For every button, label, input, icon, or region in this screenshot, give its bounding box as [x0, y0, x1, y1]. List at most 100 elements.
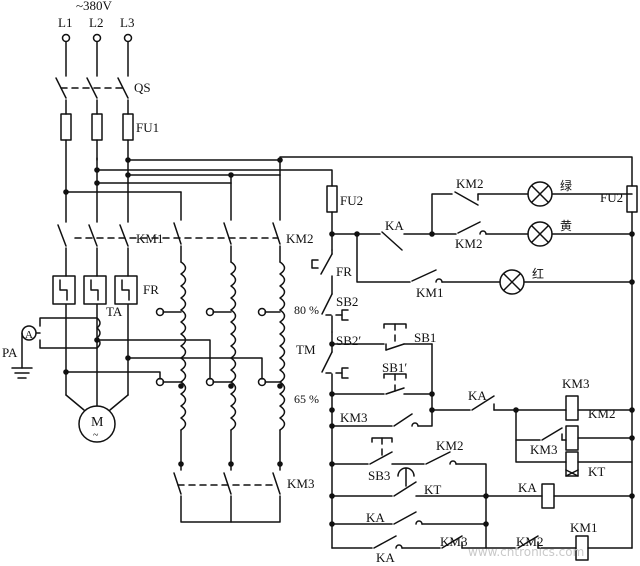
- qs-label: QS: [134, 80, 151, 95]
- junction-dot: [629, 407, 635, 413]
- km1-coil-label: KM1: [570, 520, 597, 535]
- junction-dot: [94, 167, 100, 173]
- fr-nc-contact: [311, 249, 333, 295]
- km2-km1-contact-label: KM2: [516, 534, 543, 549]
- rung-wire: [515, 409, 541, 441]
- km3-nc-contact-km1: [441, 535, 463, 549]
- phase-line-l2: [86, 41, 103, 407]
- km2-rung-contact-label: KM2: [436, 438, 463, 453]
- control-supply-l3: [279, 156, 633, 187]
- red-lamp-label: 红: [532, 266, 544, 281]
- rung-wire: [515, 439, 567, 463]
- motor-feed-l2: [96, 339, 211, 380]
- ta-label: TA: [106, 304, 123, 319]
- phase-label-l3: L3: [120, 15, 134, 30]
- km3-star-contacts: [173, 472, 281, 523]
- ta-current-transformer-icon: [96, 317, 101, 349]
- kt-coil-label: KT: [588, 464, 605, 479]
- fu1-label: FU1: [136, 120, 159, 135]
- phase-line-l1: [55, 41, 85, 411]
- ka-lamp-contact-label: KA: [385, 218, 404, 233]
- motor-feed-l3: [127, 357, 263, 380]
- ka-contact-lamp: [381, 231, 403, 251]
- junction-dot: [178, 383, 184, 389]
- ka-coil-label: KA: [518, 480, 537, 495]
- km3-coil-label: KM3: [562, 376, 589, 391]
- rung-wire: [455, 463, 487, 549]
- junction-dot: [329, 493, 335, 499]
- km3-nc-interlock: [541, 427, 563, 441]
- sb3-label: SB3: [368, 468, 390, 483]
- ta-wire: [39, 339, 98, 349]
- junction-dot: [277, 383, 283, 389]
- kt-contact-label: KT: [424, 482, 441, 497]
- km2-coil: [565, 425, 579, 451]
- ka-coil: [541, 483, 555, 509]
- phase-label-l2: L2: [89, 15, 103, 30]
- phase-line-l3: [109, 41, 134, 411]
- ka-hold-contact-label: KA: [366, 510, 385, 525]
- ta-wire: [39, 317, 98, 327]
- fr-thermal-label: FR: [143, 282, 159, 297]
- sb2-label: SB2: [336, 294, 358, 309]
- kt-coil: [565, 451, 579, 477]
- contact-hook: [479, 230, 487, 235]
- bus-l3-tap: [127, 159, 281, 176]
- sb1-prime-start-button: [331, 373, 433, 395]
- sb3-button: [369, 437, 393, 465]
- ammeter-symbol: A: [25, 329, 33, 341]
- motor-symbol: M: [91, 415, 104, 430]
- tm-autotransformer-winding-3: [279, 261, 286, 471]
- fu2-left-label: FU2: [340, 193, 363, 208]
- tm-autotransformer-winding-1: [180, 261, 187, 471]
- contact-hook: [435, 278, 443, 283]
- junction-dot: [178, 461, 184, 467]
- sb2-stop-button: [321, 293, 349, 333]
- junction-dot: [354, 231, 360, 237]
- ka-nc-contact: [471, 395, 495, 411]
- km2-yellow-contact-label: KM2: [455, 236, 482, 251]
- motor-feed-l1: [65, 371, 161, 380]
- control-supply-l2: [96, 169, 333, 187]
- km1-main-contact-label: KM1: [136, 231, 163, 246]
- phase-label-l1: L1: [58, 15, 72, 30]
- km2-nc-contact-green: [454, 191, 479, 206]
- terminal-l3: [123, 33, 133, 43]
- fu2-right-fuse: [626, 185, 638, 213]
- km3-hold-contact: [393, 413, 413, 427]
- ground-icon: [11, 367, 33, 379]
- km3-hold-contact-label: KM3: [340, 410, 367, 425]
- junction-dot: [483, 521, 489, 527]
- sb1-start-button: [383, 323, 407, 351]
- junction-dot: [329, 461, 335, 467]
- sb1-prime-label: SB1′: [382, 360, 407, 375]
- fr-thermal-relay: [52, 275, 138, 305]
- contact-hook: [395, 544, 403, 549]
- red-lamp-icon: [499, 269, 525, 295]
- motor-ac-symbol: ~: [93, 430, 99, 441]
- sb1-label: SB1: [414, 330, 436, 345]
- junction-dot: [629, 231, 635, 237]
- junction-dot: [329, 521, 335, 527]
- yellow-lamp-label: 黄: [560, 219, 572, 233]
- junction-dot: [429, 407, 435, 413]
- junction-dot: [629, 435, 635, 441]
- junction-dot: [329, 341, 335, 347]
- km2-main-contact-label: KM2: [286, 231, 313, 246]
- km2-no-contact-yellow: [457, 221, 481, 234]
- tm-label: TM: [296, 342, 316, 357]
- km2-main-contacts: [173, 174, 281, 263]
- motor-icon: [78, 405, 116, 443]
- km3-star-contact-label: KM3: [287, 476, 314, 491]
- contact-hook: [449, 460, 457, 465]
- km1-red-contact-label: KM1: [416, 285, 443, 300]
- kt-timed-contact: [393, 467, 417, 497]
- rung-wire: [417, 409, 433, 427]
- fu2-left-fuse: [326, 185, 338, 213]
- ka-hold-contact: [393, 511, 417, 525]
- contact-hook: [411, 422, 419, 427]
- junction-dot: [629, 493, 635, 499]
- ka-km1-contact-label: KA: [376, 550, 395, 565]
- terminal-l2: [92, 33, 102, 43]
